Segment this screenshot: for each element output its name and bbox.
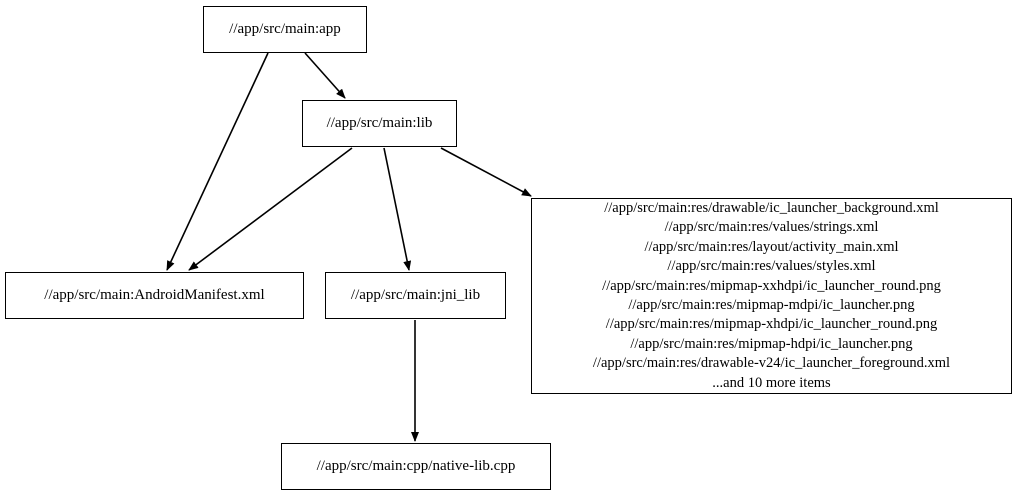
edge-app-to-manifest	[166, 52, 269, 271]
node-jni-lib-label: //app/src/main:jni_lib	[350, 287, 481, 303]
node-res-bundle-label: //app/src/main:res/drawable/ic_launcher_…	[538, 199, 1005, 393]
node-res-bundle[interactable]: //app/src/main:res/drawable/ic_launcher_…	[531, 198, 1012, 394]
res-bundle-line: //app/src/main:res/layout/activity_main.…	[644, 238, 899, 255]
node-android-manifest[interactable]: //app/src/main:AndroidManifest.xml	[5, 272, 304, 319]
res-bundle-line: //app/src/main:res/drawable-v24/ic_launc…	[592, 355, 951, 372]
res-bundle-line: //app/src/main:res/values/styles.xml	[667, 258, 876, 275]
edge-lib-to-res-bundle	[440, 147, 532, 197]
node-native-lib-cpp[interactable]: //app/src/main:cpp/native-lib.cpp	[281, 443, 551, 490]
res-bundle-line: //app/src/main:res/mipmap-xxhdpi/ic_laun…	[602, 277, 941, 294]
res-bundle-line: //app/src/main:res/mipmap-xhdpi/ic_launc…	[605, 316, 938, 333]
node-app[interactable]: //app/src/main:app	[203, 6, 367, 53]
node-lib[interactable]: //app/src/main:lib	[302, 100, 457, 147]
node-android-manifest-label: //app/src/main:AndroidManifest.xml	[44, 287, 265, 303]
res-bundle-line: //app/src/main:res/values/strings.xml	[664, 219, 879, 236]
node-lib-label: //app/src/main:lib	[326, 115, 433, 131]
res-bundle-line: //app/src/main:res/mipmap-mdpi/ic_launch…	[628, 297, 915, 313]
res-bundle-line: //app/src/main:res/mipmap-hdpi/ic_launch…	[630, 335, 913, 352]
node-app-label: //app/src/main:app	[229, 21, 341, 37]
edge-app-to-lib	[304, 52, 346, 99]
res-bundle-line: //app/src/main:res/drawable/ic_launcher_…	[604, 199, 939, 216]
res-bundle-line: ...and 10 more items	[712, 374, 831, 391]
node-native-lib-cpp-label: //app/src/main:cpp/native-lib.cpp	[316, 458, 516, 474]
edge-lib-to-jni-lib	[383, 147, 412, 271]
node-jni-lib[interactable]: //app/src/main:jni_lib	[325, 272, 506, 319]
edge-lib-to-manifest	[188, 147, 353, 271]
